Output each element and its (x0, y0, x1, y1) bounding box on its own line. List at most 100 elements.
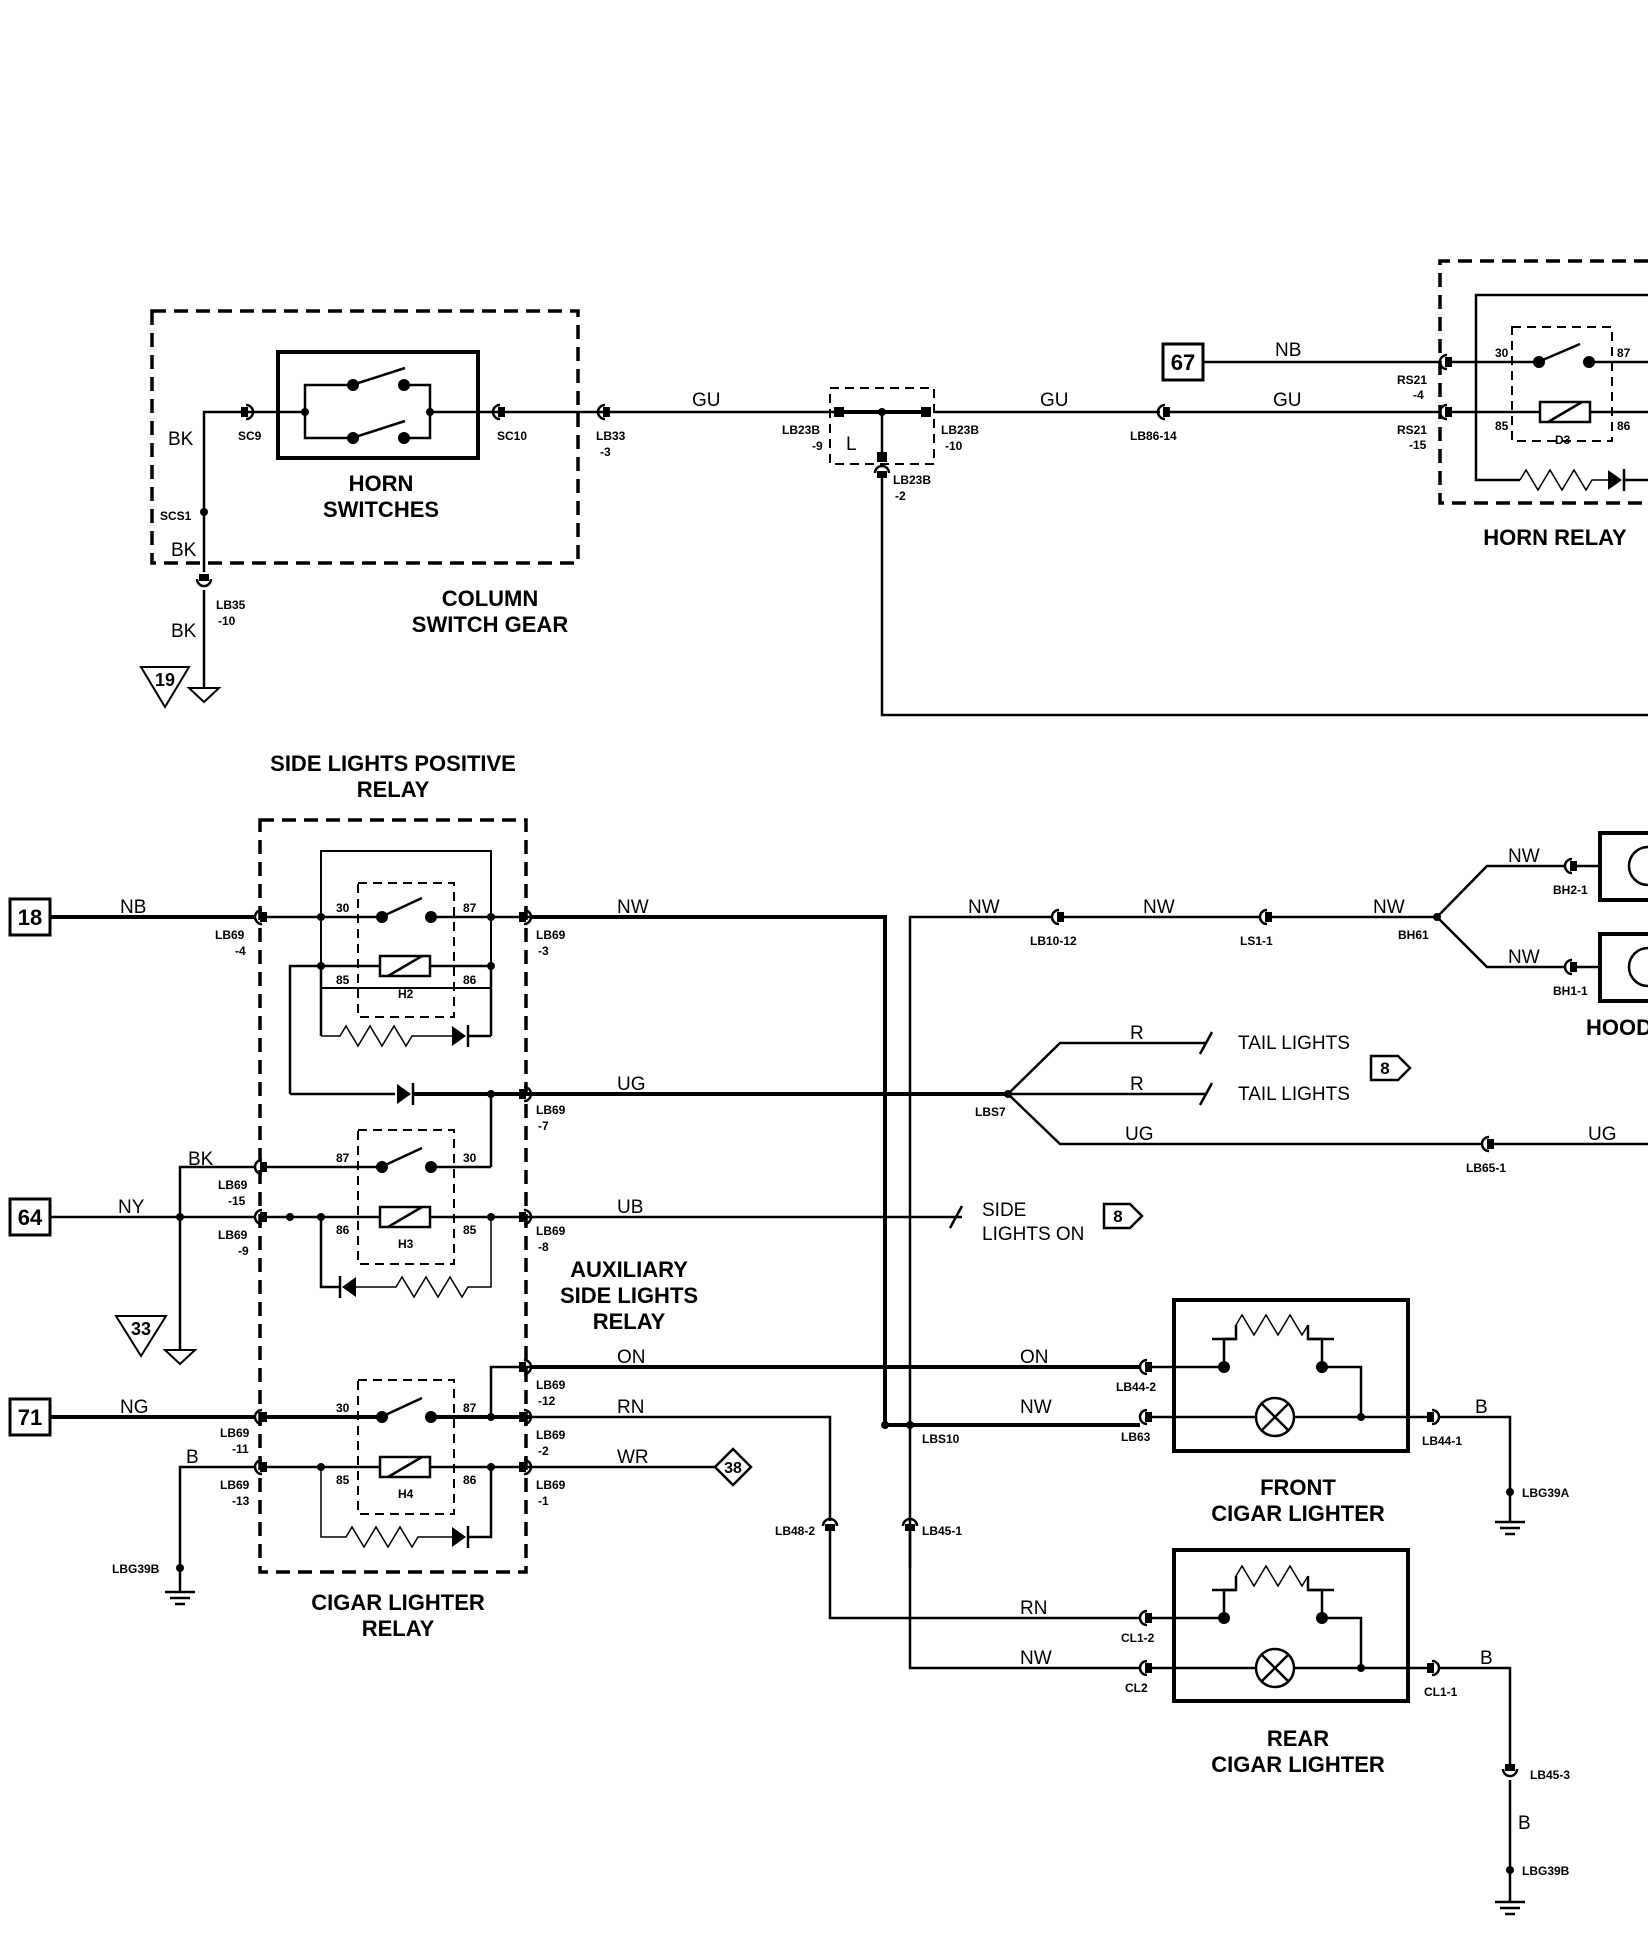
svg-text:85: 85 (463, 1223, 477, 1237)
horn-relay: RS21 -4 RS21 -15 30 87 85 86 D3 HORN REL… (1397, 259, 1648, 550)
wire-r-1: R (1130, 1023, 1144, 1044)
svg-text:86: 86 (463, 1473, 477, 1487)
relay-h3: 87 30 86 85 H3 (265, 1129, 532, 1299)
hood-lamps (1598, 831, 1648, 1003)
connector-lb23b-2: LB23B (893, 473, 931, 487)
ref-8-tail: 8 (1380, 1059, 1389, 1078)
ref-67: 67 (1171, 350, 1195, 375)
connector-lb63: LB63 (1121, 1430, 1151, 1444)
connector-lb10-12: LB10-12 (1030, 934, 1077, 948)
svg-text:86: 86 (336, 1223, 350, 1237)
wire-nb-2: NB (120, 897, 146, 918)
ref-8-tail-symbol (1369, 1054, 1412, 1082)
svg-text:85: 85 (1495, 419, 1509, 433)
wire-nw-3: NW (1143, 897, 1175, 918)
cigar-lighter-relay-label-2: RELAY (362, 1616, 435, 1641)
wire-bk-4: BK (188, 1149, 214, 1170)
connector-bh1-1: BH1-1 (1553, 984, 1588, 998)
connector-scs1: SCS1 (160, 509, 192, 523)
svg-text:-2: -2 (895, 489, 906, 503)
side-lights-positive-relay-label-2: RELAY (357, 777, 430, 802)
horn-relay-label: HORN RELAY (1483, 525, 1627, 550)
relay-h4-label: H4 (398, 1487, 414, 1501)
svg-text:-4: -4 (235, 944, 246, 958)
connector-lb69-9: LB69 (218, 1228, 248, 1242)
wire-ng: NG (120, 1397, 149, 1418)
wire-ub: UB (617, 1197, 643, 1218)
ref-19-symbol (139, 666, 191, 709)
wire-r-2: R (1130, 1074, 1144, 1095)
column-switch-gear-label-2: SWITCH GEAR (412, 612, 569, 637)
svg-text:87: 87 (336, 1151, 350, 1165)
front-cigar-lighter-label-2: CIGAR LIGHTER (1211, 1501, 1385, 1526)
connector-sc9: SC9 (238, 429, 262, 443)
connector-lb44-1: LB44-1 (1422, 1434, 1462, 1448)
connector-bh2-1: BH2-1 (1553, 883, 1588, 897)
connector-lb69-15: LB69 (218, 1178, 248, 1192)
front-cigar-lighter-label-1: FRONT (1260, 1475, 1336, 1500)
svg-text:30: 30 (1495, 346, 1509, 360)
svg-text:-9: -9 (812, 439, 823, 453)
column-switch-gear: COLUMN SWITCH GEAR (150, 309, 580, 637)
svg-text:-4: -4 (1413, 388, 1424, 402)
wire-bk-3: BK (171, 621, 197, 642)
column-switch-gear-label-1: COLUMN (442, 586, 539, 611)
svg-text:30: 30 (463, 1151, 477, 1165)
hood-label: HOOD (1586, 1015, 1648, 1040)
svg-text:-13: -13 (232, 1494, 250, 1508)
wire-b-2: B (1475, 1397, 1488, 1418)
svg-text:-10: -10 (218, 614, 236, 628)
wire-nw-6: NW (1508, 947, 1540, 968)
side-lights-on-label-2: LIGHTS ON (982, 1224, 1084, 1245)
wire-ug-1: UG (617, 1074, 646, 1095)
wire-ny: NY (118, 1197, 145, 1218)
wire-b-4: B (1518, 1813, 1531, 1834)
connector-lb45-3: LB45-3 (1530, 1768, 1570, 1782)
ref-8-side-symbol (1102, 1202, 1144, 1230)
connector-lb69-1: LB69 (536, 1478, 566, 1492)
connector-lbg39a: LBG39A (1522, 1486, 1570, 1500)
svg-text:86: 86 (463, 973, 477, 987)
ref-33: 33 (131, 1319, 151, 1339)
ref-71-box (8, 1397, 52, 1437)
wire-rn-2: RN (1020, 1598, 1047, 1619)
connector-lb48-2: LB48-2 (775, 1524, 815, 1538)
ref-18-box (8, 897, 52, 937)
horn-switches-label-1: HORN (349, 471, 414, 496)
connector-lb69-7: LB69 (536, 1103, 566, 1117)
connector-lb45-1: LB45-1 (922, 1524, 962, 1538)
relay-h2: 30 87 85 86 H2 (265, 850, 532, 1094)
wire-nw-1: NW (617, 897, 649, 918)
connector-cl2: CL2 (1125, 1681, 1148, 1695)
svg-text:-2: -2 (538, 1444, 549, 1458)
wire-ug-2: UG (1125, 1124, 1154, 1145)
relay-h2-label: H2 (398, 987, 414, 1001)
svg-text:-12: -12 (538, 1394, 556, 1408)
connector-lb69-4: LB69 (215, 928, 245, 942)
svg-text:30: 30 (336, 1401, 350, 1415)
connector-cl1-1: CL1-1 (1424, 1685, 1458, 1699)
relay-block (258, 818, 528, 1574)
aux-relay-label-2: SIDE LIGHTS (560, 1283, 698, 1308)
connector-rs21-15: RS21 (1397, 423, 1427, 437)
rear-cigar-lighter-label-2: CIGAR LIGHTER (1211, 1752, 1385, 1777)
aux-relay-label-1: AUXILIARY (570, 1257, 688, 1282)
ref-33-symbol (114, 1315, 168, 1358)
svg-text:-3: -3 (538, 944, 549, 958)
wire-nw-2: NW (968, 897, 1000, 918)
svg-text:87: 87 (463, 901, 477, 915)
horn-switches: HORN SWITCHES (248, 350, 498, 522)
wire-nb-1: NB (1275, 340, 1301, 361)
connector-lb23b-9: LB23B (782, 423, 820, 437)
svg-text:85: 85 (336, 973, 350, 987)
connector-ls1-1: LS1-1 (1240, 934, 1273, 948)
svg-text:-9: -9 (238, 1244, 249, 1258)
wire-nw-5: NW (1508, 846, 1540, 867)
tail-lights-label-1: TAIL LIGHTS (1238, 1033, 1350, 1054)
wire-on-2: ON (1020, 1347, 1049, 1368)
front-cigar-lighter: LB44-2 LB63 (1116, 1298, 1410, 1453)
connector-lbs10: LBS10 (922, 1432, 960, 1446)
ref-71: 71 (18, 1405, 42, 1430)
cigar-lighter-relay-label-1: CIGAR LIGHTER (311, 1590, 485, 1615)
wire-nw-7: NW (1020, 1397, 1052, 1418)
